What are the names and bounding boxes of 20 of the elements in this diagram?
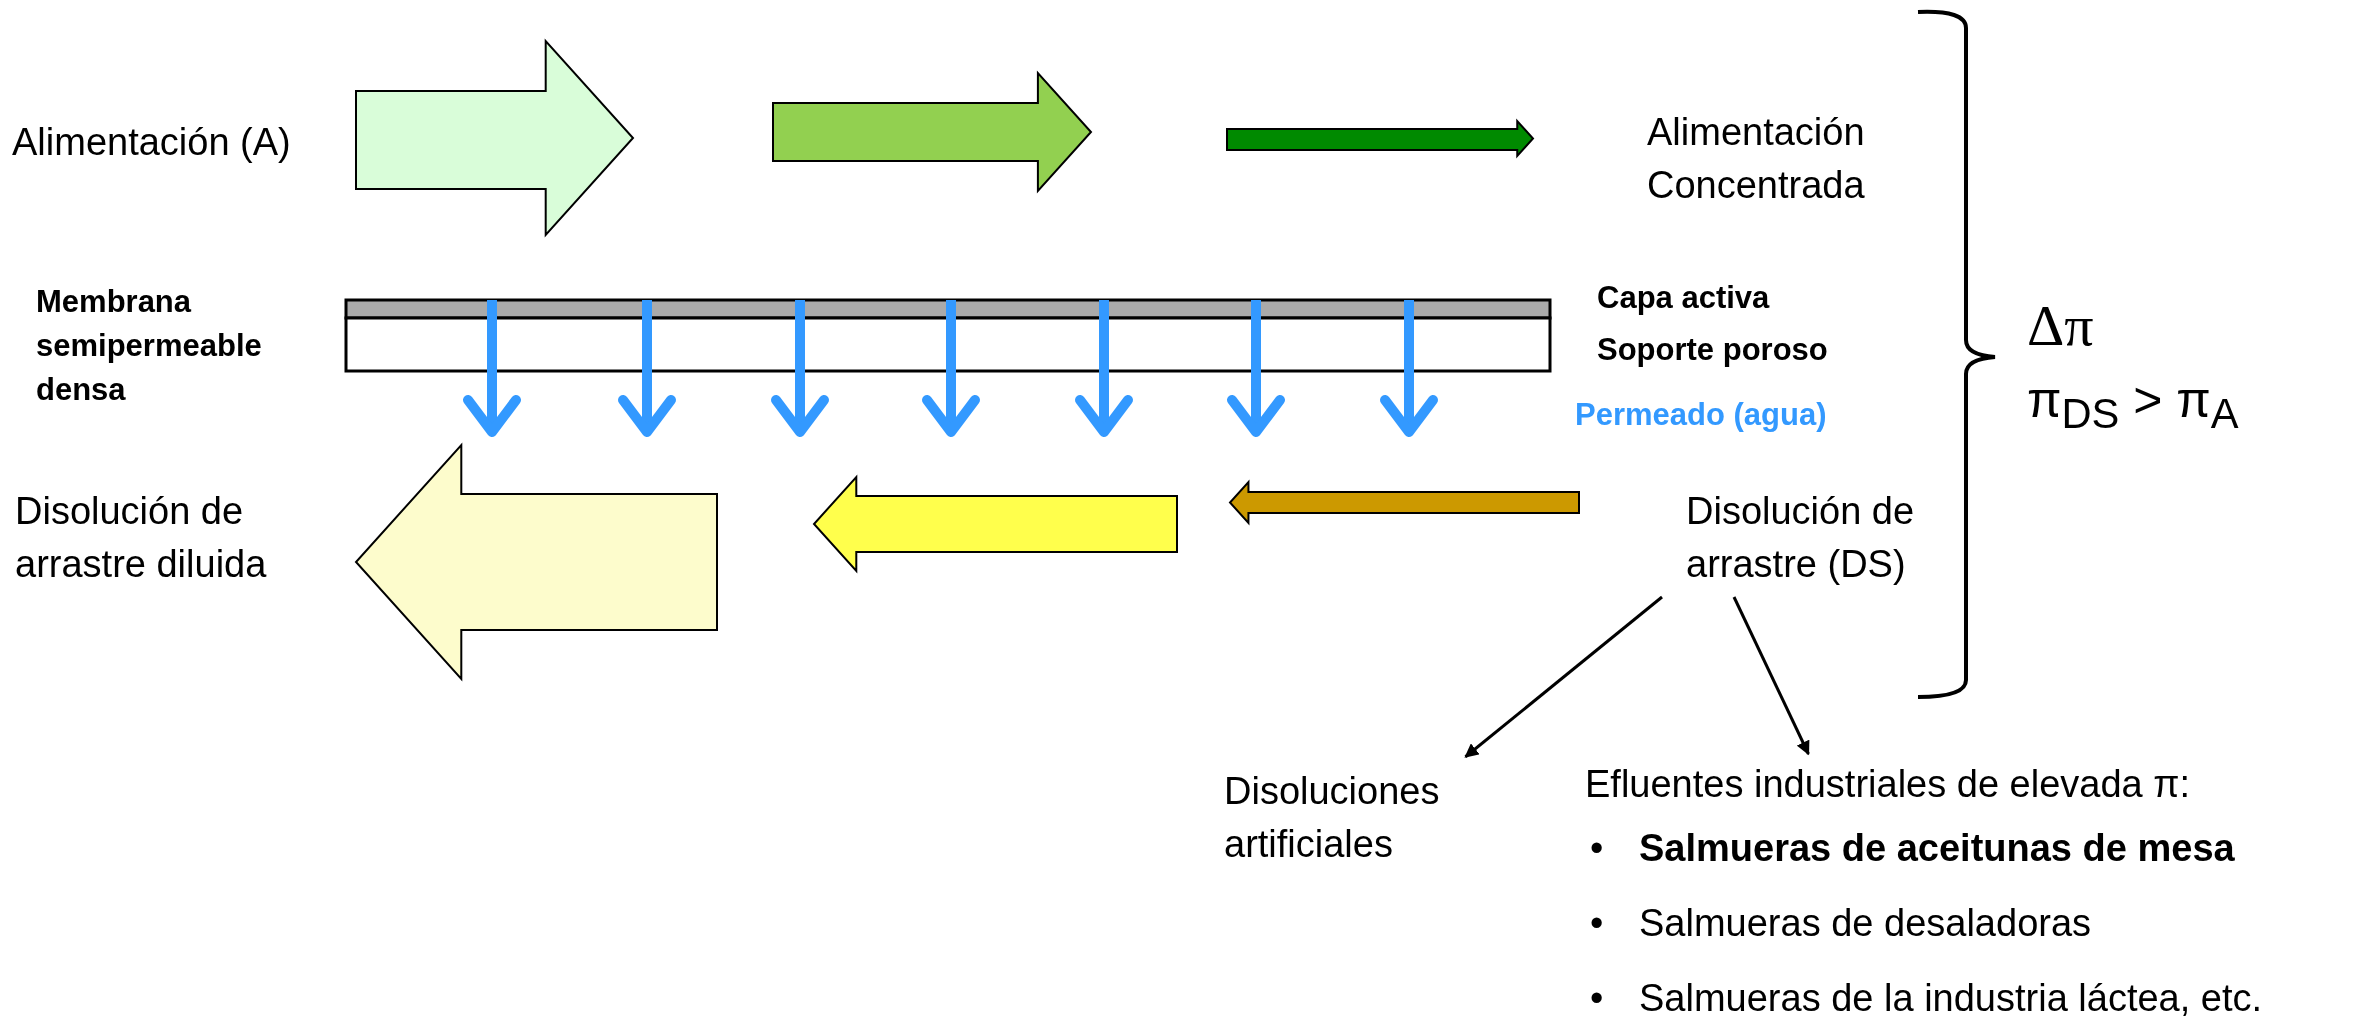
node-text: Alimentación Concentrada — [1647, 106, 1947, 212]
bullet-item: Salmueras de la industria láctea, etc. — [1639, 976, 2263, 1021]
arrow — [1464, 595, 1663, 758]
bullet-mark: • — [1590, 826, 1605, 871]
bullet-item: Salmueras de aceitunas de mesa — [1639, 826, 2236, 871]
formula-text: π$_{DS}$ > π$_{A}$ — [2027, 371, 2240, 439]
arrow — [1732, 596, 1810, 756]
bullet-mark: • — [1590, 976, 1605, 1021]
node-text: Disolución de arrastre diluida — [15, 485, 345, 591]
layer-label: Soporte poroso — [1597, 331, 1829, 369]
node-text: Disoluciones artificiales — [1224, 765, 1454, 871]
node-text: Disolución de arrastre (DS) — [1686, 485, 1926, 591]
list-heading: Efluentes industriales de elevada π: — [1585, 762, 2192, 807]
bullet-item: Salmueras de desaladoras — [1639, 901, 2093, 946]
node-text: Alimentación (A) — [12, 116, 342, 169]
formula-text: Δπ — [2027, 292, 2095, 360]
layer-label: Capa activa — [1597, 279, 1771, 317]
permeate-label: Permeado (agua) — [1575, 396, 1828, 434]
membrane-label: Membrana semipermeable densa — [36, 283, 263, 409]
bullet-mark: • — [1590, 901, 1605, 946]
